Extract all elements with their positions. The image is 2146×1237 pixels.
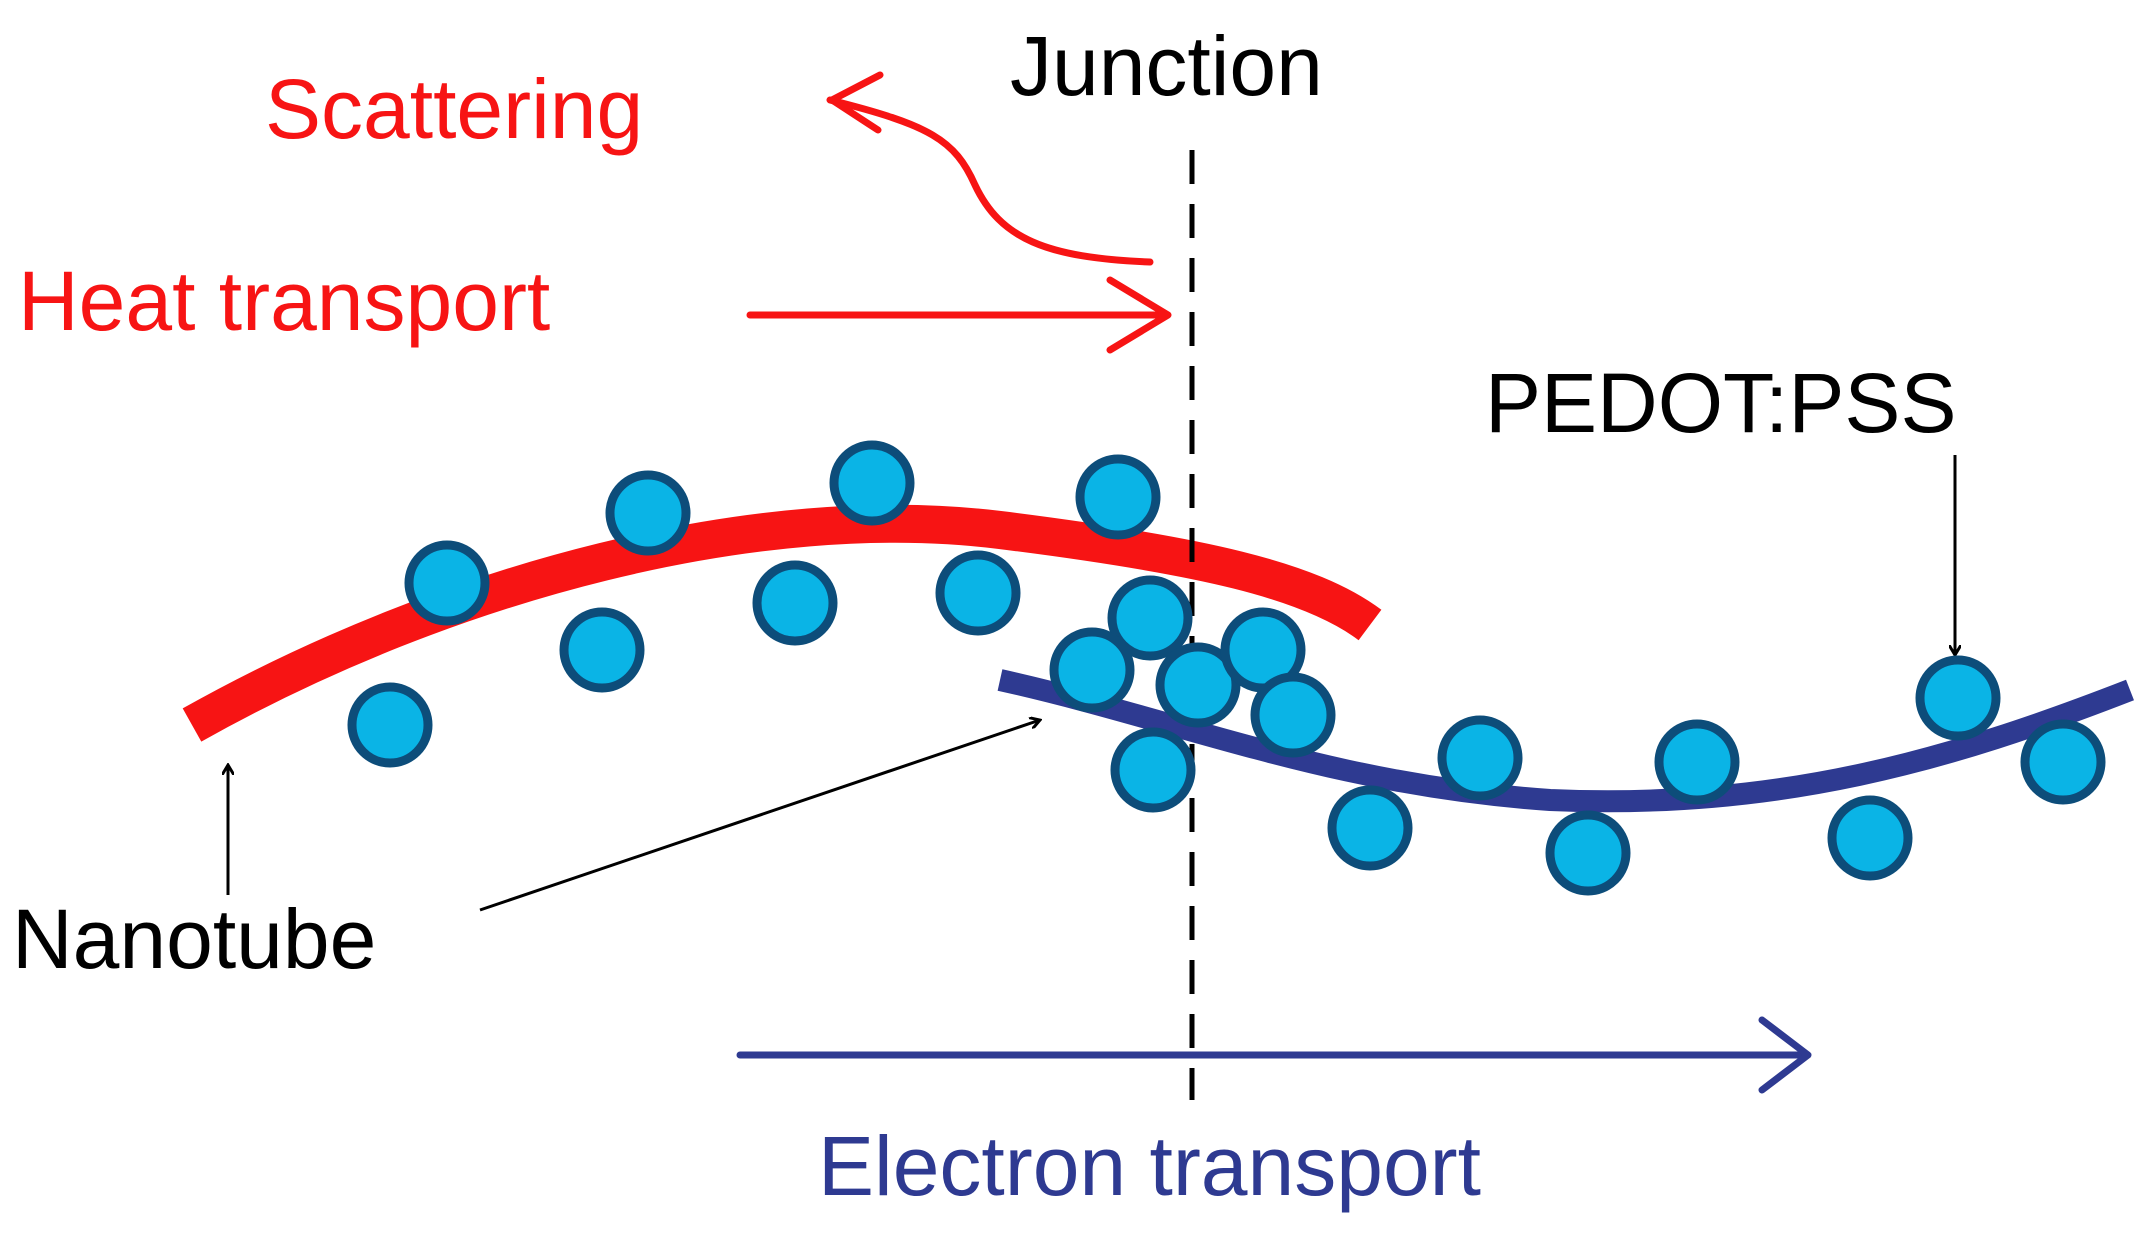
blue-nanotube xyxy=(997,669,2134,813)
scattering-label: Scattering xyxy=(265,62,643,156)
particle xyxy=(404,540,490,626)
particle xyxy=(1915,655,2001,741)
heat-transport-arrowhead xyxy=(1106,276,1172,354)
particle xyxy=(1075,454,1161,540)
heat-transport-label: Heat transport xyxy=(18,254,550,348)
nanotube-pointer-arrow-blue xyxy=(479,720,1040,912)
particle xyxy=(1155,642,1241,728)
particle xyxy=(935,550,1021,636)
particle xyxy=(2020,719,2106,805)
particle xyxy=(829,440,915,526)
scattering-arrowhead xyxy=(828,71,884,134)
particle xyxy=(347,682,433,768)
red-nanotube xyxy=(182,504,1382,742)
nanotube-label: Nanotube xyxy=(12,892,376,986)
particle xyxy=(1545,810,1631,896)
particle xyxy=(1110,727,1196,813)
pedot-pss-particles xyxy=(347,440,2106,896)
particle xyxy=(559,607,645,693)
particle xyxy=(1250,672,1336,758)
electron-transport-label: Electron transport xyxy=(818,1119,1481,1213)
particle xyxy=(1654,719,1740,805)
particle xyxy=(1049,627,1135,713)
scattering-arrow xyxy=(826,96,1154,266)
electron-transport-arrowhead xyxy=(1758,1016,1812,1094)
particle xyxy=(605,470,691,556)
particle xyxy=(1107,575,1193,661)
particle xyxy=(1827,795,1913,881)
pedot-pss-label: PEDOT:PSS xyxy=(1485,356,1956,450)
particle xyxy=(1437,715,1523,801)
particle xyxy=(1327,785,1413,871)
particle xyxy=(752,560,838,646)
junction-label: Junction xyxy=(1010,19,1323,113)
